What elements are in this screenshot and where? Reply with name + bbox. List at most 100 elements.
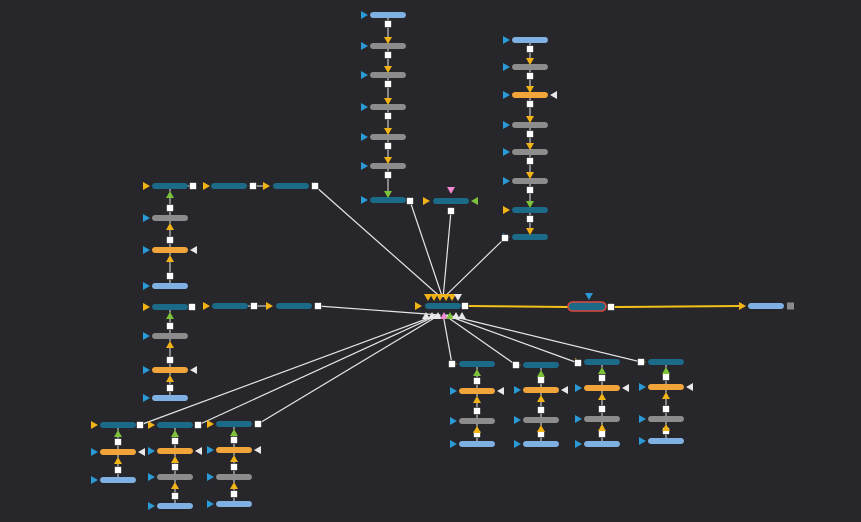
- tool-node[interactable]: [512, 64, 548, 70]
- input-triangle-icon[interactable]: [450, 387, 457, 395]
- input-triangle-icon[interactable]: [503, 63, 510, 71]
- input-triangle-icon[interactable]: [138, 448, 145, 456]
- output-square-icon[interactable]: [526, 157, 534, 165]
- input-triangle-icon[interactable]: [166, 191, 174, 198]
- input-triangle-icon[interactable]: [166, 375, 174, 382]
- input-triangle-icon[interactable]: [143, 282, 150, 290]
- merge-node[interactable]: [584, 385, 620, 391]
- input-triangle-icon[interactable]: [171, 430, 179, 437]
- output-square-icon[interactable]: [473, 377, 481, 385]
- input-triangle-icon[interactable]: [473, 396, 481, 403]
- input-triangle-icon[interactable]: [430, 294, 438, 301]
- output-square-icon[interactable]: [574, 359, 582, 367]
- output-square-icon[interactable]: [662, 373, 670, 381]
- input-triangle-icon[interactable]: [195, 447, 202, 455]
- output-square-icon[interactable]: [448, 360, 456, 368]
- input-triangle-icon[interactable]: [526, 143, 534, 150]
- dark-node[interactable]: [459, 361, 495, 367]
- output-square-icon[interactable]: [384, 80, 392, 88]
- input-triangle-icon[interactable]: [384, 157, 392, 164]
- selected-node[interactable]: [567, 301, 607, 312]
- output-square-icon[interactable]: [249, 182, 257, 190]
- input-triangle-icon[interactable]: [514, 386, 521, 394]
- input-triangle-icon[interactable]: [166, 255, 174, 262]
- output-square-icon[interactable]: [114, 466, 122, 474]
- tool-node[interactable]: [152, 333, 188, 339]
- input-triangle-icon[interactable]: [446, 312, 454, 319]
- input-triangle-icon[interactable]: [526, 86, 534, 93]
- tool-node[interactable]: [370, 43, 406, 49]
- output-square-icon[interactable]: [166, 356, 174, 364]
- output-square-icon[interactable]: [384, 142, 392, 150]
- input-triangle-icon[interactable]: [452, 312, 460, 319]
- dark-node[interactable]: [433, 198, 469, 204]
- input-triangle-icon[interactable]: [436, 294, 444, 301]
- input-triangle-icon[interactable]: [447, 187, 455, 194]
- output-square-icon[interactable]: [194, 421, 202, 429]
- loader-node[interactable]: [370, 12, 406, 18]
- loader-node[interactable]: [648, 438, 684, 444]
- input-triangle-icon[interactable]: [514, 416, 521, 424]
- input-triangle-icon[interactable]: [662, 424, 670, 431]
- input-triangle-icon[interactable]: [166, 312, 174, 319]
- input-triangle-icon[interactable]: [550, 91, 557, 99]
- input-triangle-icon[interactable]: [503, 177, 510, 185]
- tool-node[interactable]: [370, 104, 406, 110]
- output-square-icon[interactable]: [607, 303, 615, 311]
- output-square-icon[interactable]: [537, 376, 545, 384]
- input-triangle-icon[interactable]: [514, 440, 521, 448]
- input-triangle-icon[interactable]: [207, 446, 214, 454]
- dark-node[interactable]: [157, 422, 193, 428]
- output-square-icon[interactable]: [314, 302, 322, 310]
- dark-node[interactable]: [512, 207, 548, 213]
- tool-node[interactable]: [512, 178, 548, 184]
- input-triangle-icon[interactable]: [143, 366, 150, 374]
- input-triangle-icon[interactable]: [450, 417, 457, 425]
- loader-node[interactable]: [459, 441, 495, 447]
- input-triangle-icon[interactable]: [537, 395, 545, 402]
- loader-node[interactable]: [157, 503, 193, 509]
- output-square-icon[interactable]: [384, 51, 392, 59]
- dark-node[interactable]: [212, 303, 248, 309]
- input-triangle-icon[interactable]: [143, 332, 150, 340]
- input-triangle-icon[interactable]: [473, 426, 481, 433]
- input-triangle-icon[interactable]: [639, 437, 646, 445]
- tool-node[interactable]: [523, 417, 559, 423]
- output-square-icon[interactable]: [526, 130, 534, 138]
- output-square-icon[interactable]: [787, 302, 794, 310]
- input-triangle-icon[interactable]: [598, 393, 606, 400]
- dark-node[interactable]: [523, 362, 559, 368]
- input-triangle-icon[interactable]: [384, 191, 392, 198]
- input-triangle-icon[interactable]: [561, 386, 568, 394]
- input-triangle-icon[interactable]: [537, 370, 545, 377]
- output-square-icon[interactable]: [166, 272, 174, 280]
- input-triangle-icon[interactable]: [361, 196, 368, 204]
- input-triangle-icon[interactable]: [266, 302, 273, 310]
- input-triangle-icon[interactable]: [203, 182, 210, 190]
- input-triangle-icon[interactable]: [503, 206, 510, 214]
- input-triangle-icon[interactable]: [423, 197, 430, 205]
- input-triangle-icon[interactable]: [598, 424, 606, 431]
- dark-node[interactable]: [512, 234, 548, 240]
- input-triangle-icon[interactable]: [190, 246, 197, 254]
- input-triangle-icon[interactable]: [361, 42, 368, 50]
- input-triangle-icon[interactable]: [166, 223, 174, 230]
- merge-node[interactable]: [152, 367, 188, 373]
- output-square-icon[interactable]: [230, 490, 238, 498]
- input-triangle-icon[interactable]: [171, 482, 179, 489]
- input-triangle-icon[interactable]: [361, 71, 368, 79]
- merge-node[interactable]: [157, 448, 193, 454]
- input-triangle-icon[interactable]: [639, 415, 646, 423]
- output-square-icon[interactable]: [114, 438, 122, 446]
- input-triangle-icon[interactable]: [503, 91, 510, 99]
- tool-node[interactable]: [216, 474, 252, 480]
- output-square-icon[interactable]: [188, 303, 196, 311]
- input-triangle-icon[interactable]: [114, 457, 122, 464]
- input-triangle-icon[interactable]: [361, 103, 368, 111]
- input-triangle-icon[interactable]: [739, 302, 746, 310]
- output-square-icon[interactable]: [166, 204, 174, 212]
- input-triangle-icon[interactable]: [230, 455, 238, 462]
- input-triangle-icon[interactable]: [526, 172, 534, 179]
- loader-node[interactable]: [523, 441, 559, 447]
- input-triangle-icon[interactable]: [458, 312, 466, 319]
